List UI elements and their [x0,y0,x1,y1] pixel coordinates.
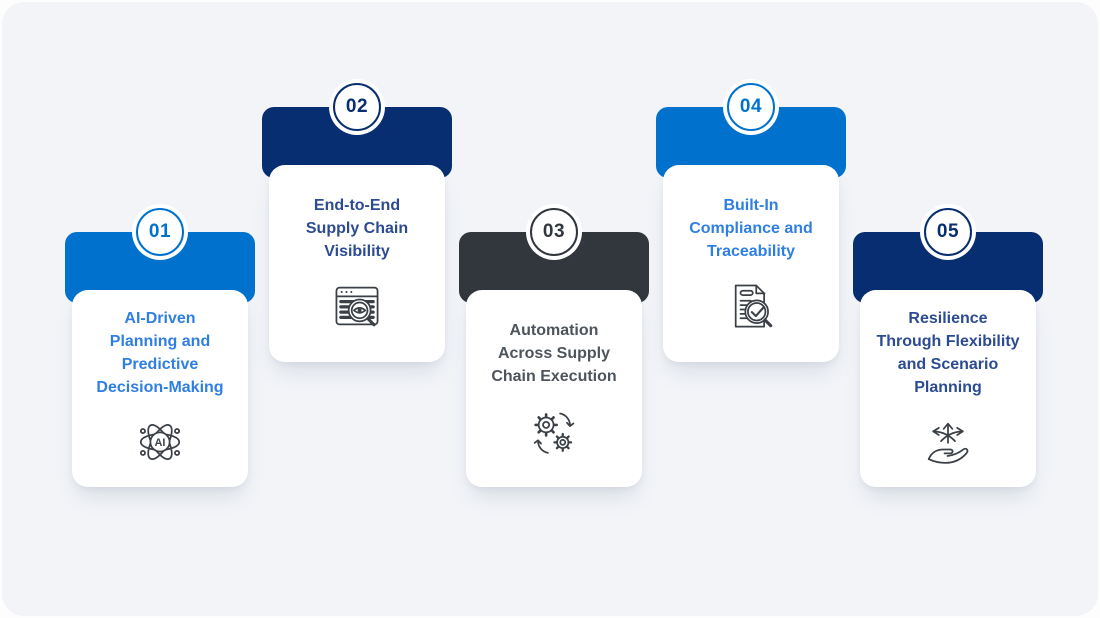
card-body: Automation Across Supply Chain Execution [466,290,642,487]
card-title: End-to-End Supply Chain Visibility [305,196,409,260]
card-body: End-to-End Supply Chain Visibility [269,165,445,362]
number-badge: 05 [920,204,976,260]
card-title: Built-In Compliance and Traceability [689,196,813,260]
card-ai-driven-planning: 01 AI-Driven Planning and Predictive Dec… [65,204,255,487]
flexibility-hand-icon [920,414,976,470]
card-title: Automation Across Supply Chain Execution [491,321,617,385]
card-body: AI-Driven Planning and Predictive Decisi… [72,290,248,487]
card-automation-execution: 03 Automation Across Supply Chain Execut… [459,204,649,487]
step-number: 01 [148,221,172,242]
card-body: Built-In Compliance and Traceability [663,165,839,362]
supply-chain-visibility-icon [329,278,385,334]
svg-text:AI: AI [155,437,166,449]
number-badge: 02 [329,79,385,135]
card-end-to-end-visibility: 02 End-to-End Supply Chain Visibility [262,79,452,362]
step-number: 04 [739,96,763,117]
automation-gears-icon [526,403,582,459]
step-number: 05 [936,221,960,242]
number-badge: 03 [526,204,582,260]
number-badge-ring: 01 [136,208,184,256]
compliance-document-icon [723,278,779,334]
card-title: AI-Driven Planning and Predictive Decisi… [96,310,224,396]
step-number: 03 [542,221,566,242]
step-number: 02 [345,96,369,117]
number-badge-ring: 03 [530,208,578,256]
number-badge: 04 [723,79,779,135]
number-badge: 01 [132,204,188,260]
number-badge-ring: 05 [924,208,972,256]
number-badge-ring: 02 [333,83,381,131]
number-badge-ring: 04 [727,83,775,131]
ai-atom-icon: AI [132,414,188,470]
card-title: Resilience Through Flexibility and Scena… [876,310,1020,396]
card-body: Resilience Through Flexibility and Scena… [860,290,1036,487]
card-compliance-traceability: 04 Built-In Compliance and Traceability [656,79,846,362]
card-resilience-planning: 05 Resilience Through Flexibility and Sc… [853,204,1043,487]
